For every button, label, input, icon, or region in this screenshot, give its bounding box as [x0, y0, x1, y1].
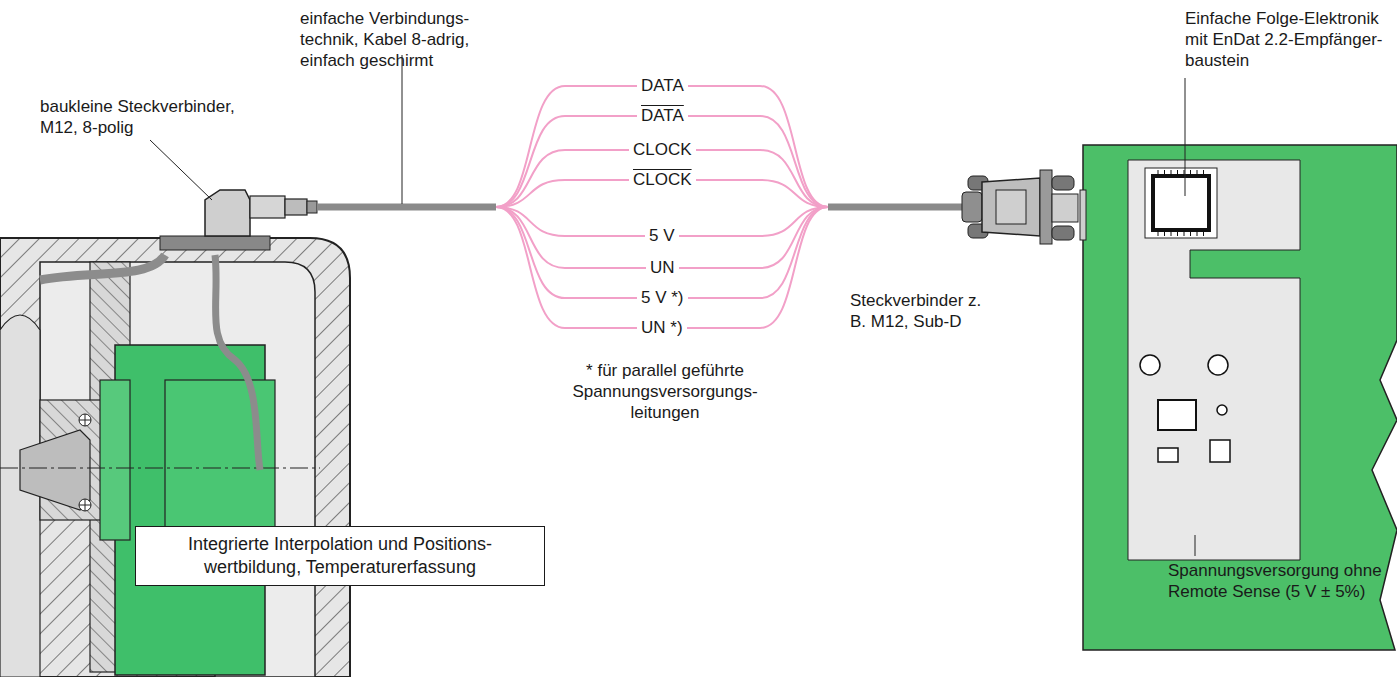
callout-label: Einfache Folge-Elektronik mit EnDat 2.2-…: [1185, 8, 1390, 71]
sub-d-connector: [962, 170, 1078, 244]
wire: [496, 207, 828, 328]
signal-name: UN *): [637, 317, 687, 338]
cable: [317, 204, 496, 211]
footnote: * für parallel geführte Spannungsversorg…: [565, 360, 765, 423]
box-text: Integrierte Interpolation und Positions-…: [136, 529, 544, 583]
wire: [496, 116, 828, 207]
signal-name: 5 V *): [637, 287, 688, 308]
encoder-housing: [0, 190, 350, 677]
callout-label: baukleine Steckverbinder, M12, 8-polig: [40, 96, 255, 138]
signal-name: CLOCK: [629, 139, 696, 160]
leader-lines: [150, 55, 1195, 556]
signal-name: DATA: [637, 75, 688, 96]
text-box: Integrierte Interpolation und Positions-…: [135, 526, 545, 586]
cable: [828, 204, 962, 211]
wire: [496, 207, 828, 298]
callout-label: Spannungsversorgung ohne Remote Sense (5…: [1168, 560, 1390, 602]
callout-label: einfache Verbindungs- technik, Kabel 8-a…: [300, 8, 490, 71]
wire: [496, 86, 828, 207]
wire-bundle: [496, 86, 828, 328]
signal-name: CLOCK: [629, 169, 696, 190]
signal-name: UN: [646, 257, 679, 278]
signal-name: DATA: [637, 105, 688, 126]
callout-label: Steckverbinder z. B. M12, Sub-D: [850, 290, 1000, 332]
pcb: [1080, 145, 1397, 650]
signal-name: 5 V: [645, 225, 679, 246]
